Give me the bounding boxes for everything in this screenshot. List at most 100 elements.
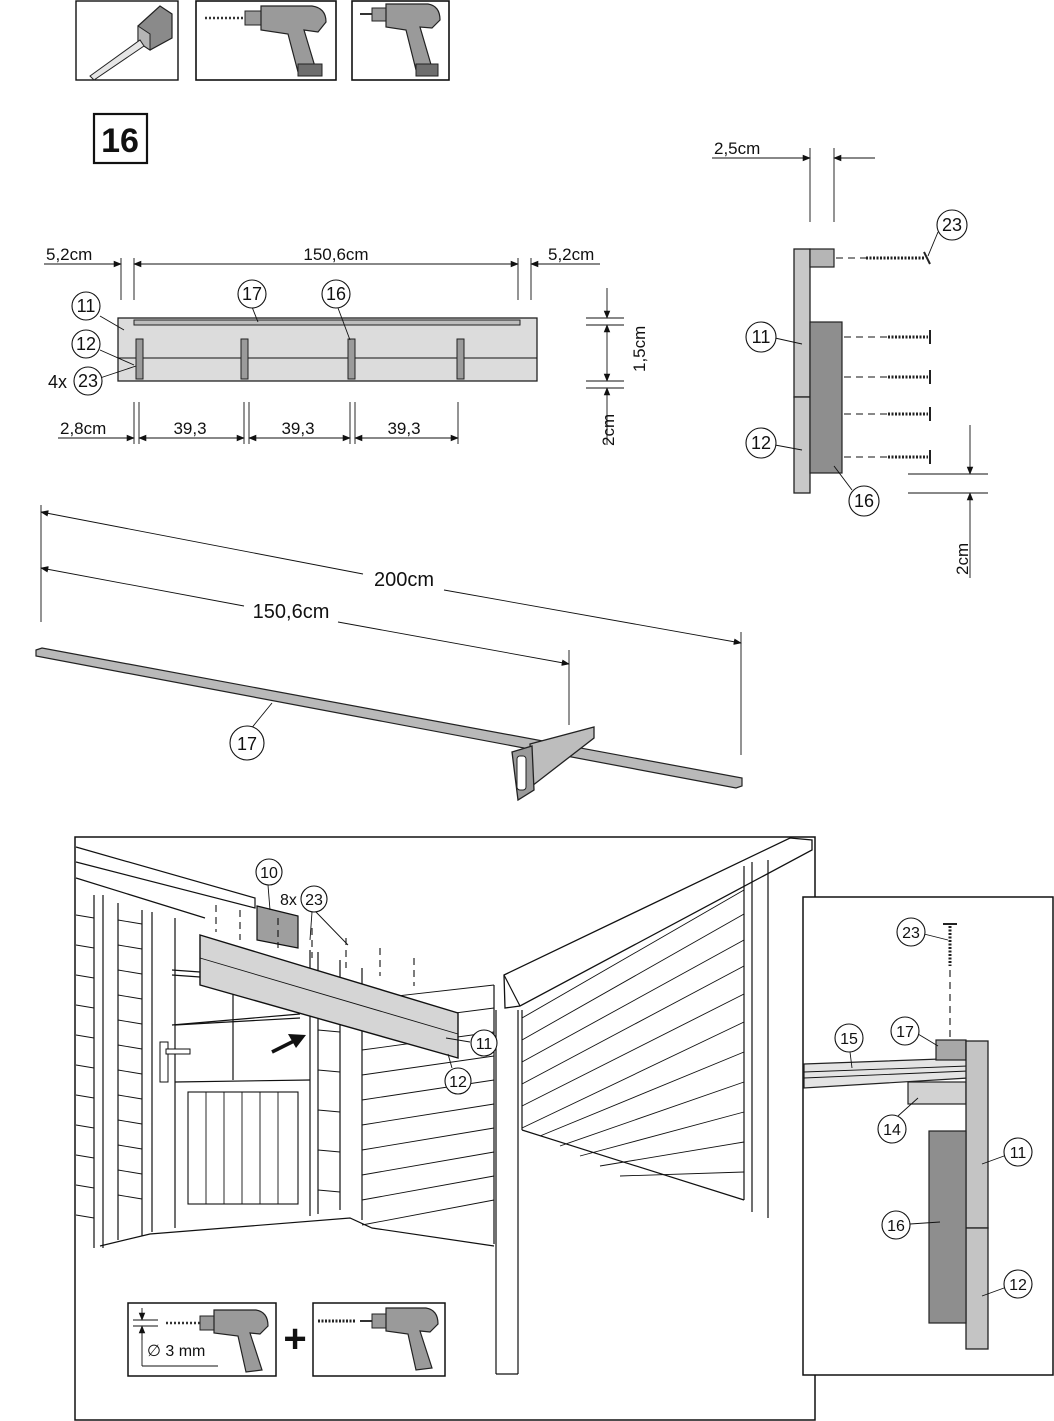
detail-cleat [928,1130,967,1324]
label-screw-qty-front: 4x [48,372,67,392]
callout-23-front: 23 [73,366,103,396]
callout-12-front: 12 [71,329,101,359]
roof-beam-front [503,837,813,1009]
tool-box-tape [75,0,179,81]
plus-sign: + [283,1317,306,1361]
callout-11-detail: 11 [1003,1137,1033,1167]
callout-23-detail: 23 [896,917,926,947]
callout-12-detail: 12 [1003,1269,1033,1299]
callout-10-assembly: 10 [255,858,283,886]
callout-17-front: 17 [237,279,267,309]
cleat-set [135,338,465,380]
door-handle-icon [159,1041,191,1083]
callout-11-assembly: 11 [470,1029,498,1057]
section-board-upper [793,248,811,398]
cut-view-diagram: 200cm 150,6cm 17 [35,505,743,802]
corner-post [495,1010,519,1375]
callout-14-detail: 14 [877,1114,907,1144]
callout-23-assembly: 23 [300,885,328,913]
front-board-panel [117,317,538,382]
section-cleat [809,321,843,474]
assembly-view-diagram: 10 8x 23 11 12 ∅ 3 mm [74,836,816,1421]
screwdriver-icon [318,1307,439,1371]
callout-17-detail: 17 [890,1016,920,1046]
detail-screw-icon [943,923,957,966]
svg-text:15: 15 [840,1031,858,1048]
dim-section-bottom-gap: 2cm [953,543,972,575]
tool-box-screwdriver [351,0,450,81]
tool-box-drill [195,0,337,81]
dim-full-length: 200cm [374,569,434,591]
drill-bit-icon [166,1309,269,1373]
detail-board-lower [965,1227,989,1350]
direction-arrow-icon [271,1034,306,1054]
dim-cut-length: 150,6cm [253,601,330,623]
detail-view-diagram: 23 17 15 14 16 11 12 [802,896,1054,1376]
callout-16-detail: 16 [881,1210,911,1240]
screwdriver-drill-icon [360,3,441,77]
svg-text:12: 12 [76,334,96,354]
saw-icon [511,726,595,802]
fascia-board [199,934,459,1059]
svg-text:11: 11 [752,327,771,347]
fascia-part-10 [256,905,299,949]
callout-16-front: 16 [321,279,351,309]
callout-16-section: 16 [848,485,880,517]
dim-gap-3: 39,3 [387,419,420,438]
svg-text:12: 12 [449,1074,467,1091]
svg-text:17: 17 [242,284,262,304]
tape-measure-icon [89,5,173,81]
callout-11-section: 11 [745,321,777,353]
detail-bracket [907,1081,967,1105]
left-wall-slats [75,895,143,1248]
callout-11-front: 11 [71,291,101,321]
label-screw-qty-assembly: 8x [280,892,297,909]
screw-hint-box [312,1302,446,1377]
dim-thickness: 2,5cm [714,139,760,158]
callout-23-section: 23 [936,209,968,241]
section-batten [809,248,835,268]
svg-text:11: 11 [77,296,96,316]
dim-gap-1: 39,3 [173,419,206,438]
svg-text:14: 14 [883,1122,901,1139]
drill-diameter: ∅ 3 mm [147,1343,205,1360]
callout-12-section: 12 [745,427,777,459]
svg-text:12: 12 [1009,1277,1027,1294]
svg-text:11: 11 [1010,1145,1027,1162]
detail-batten [935,1039,967,1061]
svg-text:23: 23 [305,892,323,909]
dim-span: 150,6cm [303,245,368,264]
dim-bottom-gap: 2cm [599,414,618,446]
dim-top-gap: 1,5cm [630,326,649,372]
svg-text:12: 12 [751,433,771,453]
dim-right-offset: 5,2cm [548,245,594,264]
callout-17-cut: 17 [229,725,265,761]
svg-text:23: 23 [942,215,962,235]
svg-text:17: 17 [237,734,257,754]
front-view-diagram: 5,2cm 150,6cm 5,2cm 2,8cm 39,3 39,3 39,3… [44,245,649,446]
section-screws [836,251,931,464]
svg-text:16: 16 [887,1218,905,1235]
callout-15-detail: 15 [834,1023,864,1053]
svg-text:17: 17 [896,1024,914,1041]
callout-12-assembly: 12 [444,1067,472,1095]
svg-text:23: 23 [78,371,98,391]
svg-text:11: 11 [476,1036,493,1053]
svg-text:23: 23 [902,925,920,942]
detail-board-upper [965,1040,989,1229]
section-board-lower [793,396,811,494]
step-number: 16 [101,122,139,160]
svg-text:16: 16 [326,284,346,304]
svg-text:16: 16 [854,491,874,511]
step-number-box: 16 [92,112,149,165]
svg-text:10: 10 [260,865,278,882]
batten-strip [133,319,521,326]
batten-bar [35,647,743,789]
drill-with-bit-icon [205,5,327,77]
dim-first-gap: 2,8cm [60,419,106,438]
dim-gap-2: 39,3 [281,419,314,438]
dim-left-offset: 5,2cm [46,245,92,264]
drill-hint-box: ∅ 3 mm [127,1302,277,1377]
section-view-diagram: 2,5cm 2cm 23 [712,139,988,578]
